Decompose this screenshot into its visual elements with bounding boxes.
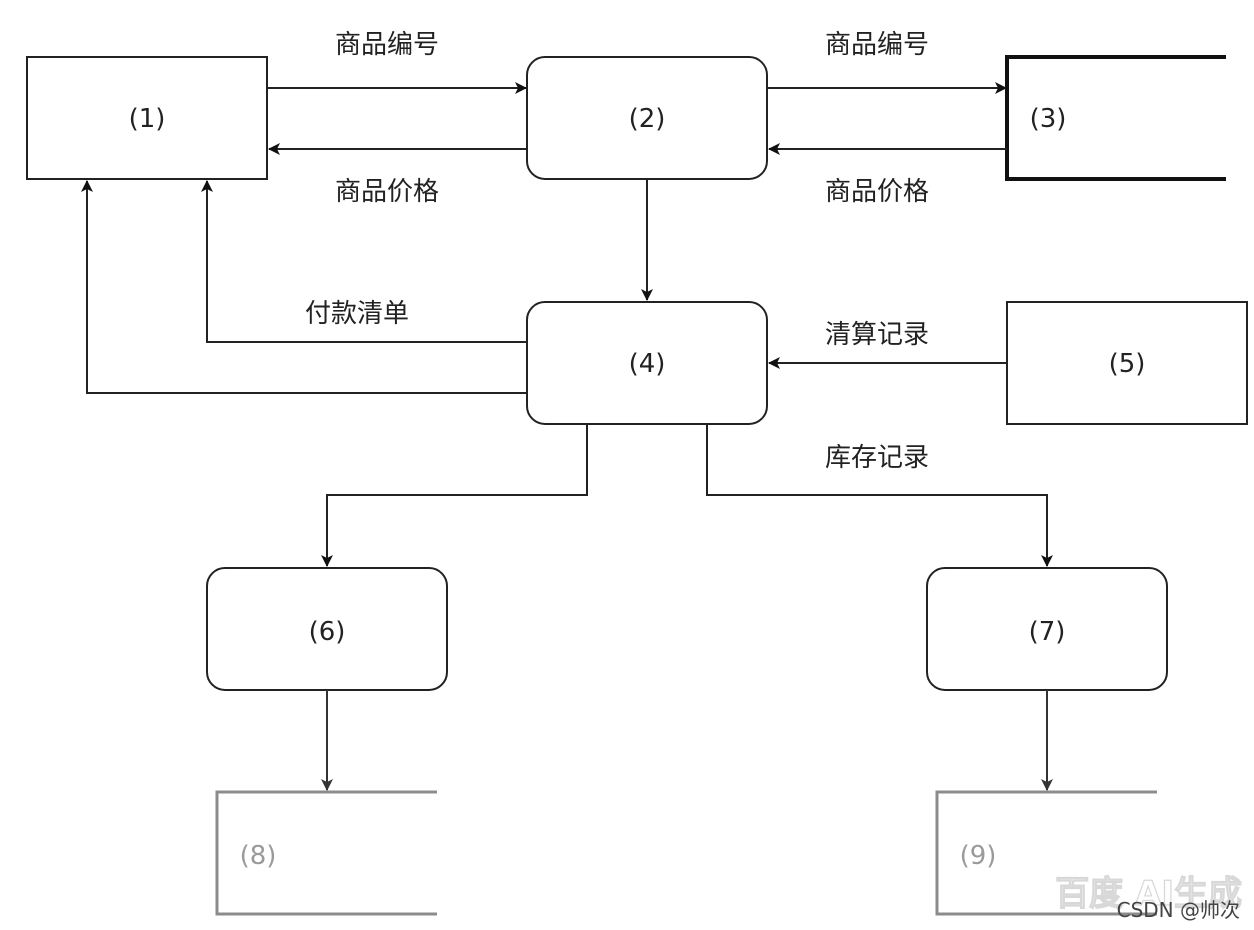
node-3-label: (3) bbox=[1030, 104, 1067, 134]
watermark-credit: CSDN @帅次 bbox=[1117, 898, 1240, 922]
flow-label-1-to-2: 商品编号 bbox=[335, 30, 439, 60]
flow-label-2-to-1: 商品价格 bbox=[335, 177, 439, 207]
node-9-label: (9) bbox=[960, 841, 997, 871]
flow-label-5-to-4: 清算记录 bbox=[825, 320, 929, 350]
arrow-4-to-7 bbox=[706, 424, 1053, 567]
flow-label-3-to-2: 商品价格 bbox=[825, 177, 929, 207]
node-1-label: (1) bbox=[129, 104, 166, 134]
flow-label-2-to-3: 商品编号 bbox=[825, 30, 929, 60]
flow-label-4-to-7: 库存记录 bbox=[825, 443, 929, 473]
node-8: (8) bbox=[215, 790, 437, 916]
node-6: (6) bbox=[206, 567, 448, 691]
arrow-4-to-1-lower bbox=[81, 180, 527, 394]
watermark: 百度 AI生成 CSDN @帅次 bbox=[1055, 873, 1243, 922]
node-7-label: (7) bbox=[1029, 617, 1066, 647]
arrow-4-to-6 bbox=[321, 424, 588, 567]
node-2: (2) bbox=[526, 56, 768, 180]
node-5: (5) bbox=[1006, 301, 1248, 425]
arrow-4-to-1-payment bbox=[201, 180, 527, 343]
node-4-label: (4) bbox=[629, 349, 666, 379]
node-6-label: (6) bbox=[309, 617, 346, 647]
node-2-label: (2) bbox=[629, 104, 666, 134]
node-4: (4) bbox=[526, 301, 768, 425]
flow-label-4-to-1: 付款清单 bbox=[305, 299, 409, 329]
node-9: (9) bbox=[935, 790, 1157, 916]
node-8-label: (8) bbox=[240, 841, 277, 871]
node-7: (7) bbox=[926, 567, 1168, 691]
node-5-label: (5) bbox=[1109, 349, 1146, 379]
watermark-ghost-text: 百度 AI生成 bbox=[1055, 874, 1242, 914]
node-1: (1) bbox=[26, 56, 268, 180]
node-3: (3) bbox=[1005, 55, 1226, 181]
